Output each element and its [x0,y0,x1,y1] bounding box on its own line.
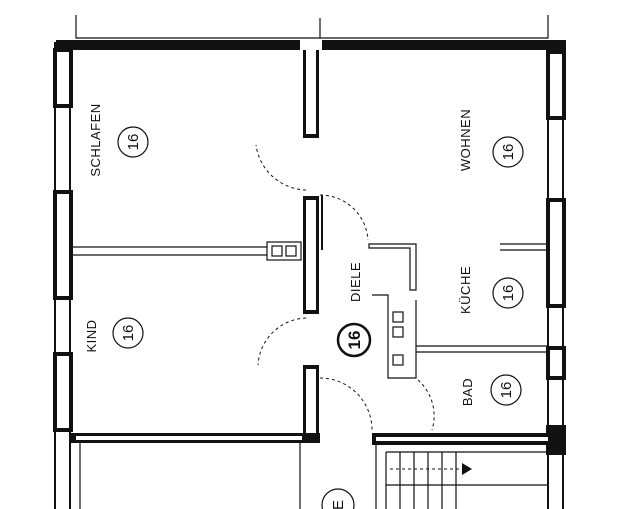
bottom-partial-room: E [321,488,355,509]
room-number-circle [490,374,522,406]
room-kind: KIND 16 [84,317,144,353]
room-label-schlafen: SCHLAFEN [88,103,103,176]
room-label-diele: DIELE [348,262,363,302]
room-number-diele: 16 [345,331,364,350]
room-bad: BAD 16 [460,374,522,406]
stair-arrow-icon [462,463,472,475]
room-wohnen: WOHNEN 16 [458,109,524,171]
room-label-kueche: KÜCHE [458,266,473,314]
top-unit-wall [75,15,549,39]
door-swings [255,144,435,431]
room-number-schlafen: 16 [125,134,142,151]
diele-kitchen-wall [368,243,417,291]
room-number-circle [492,277,524,309]
room-number-kueche: 16 [500,285,517,302]
walls [53,15,566,509]
room-number-kind: 16 [120,325,137,342]
room-number-wohnen: 16 [500,144,517,161]
room-number-circle [321,488,355,509]
room-number-circle [117,126,149,158]
room-number-circle [112,317,144,349]
room-diele: DIELE 16 [336,262,372,358]
room-number-bad: 16 [498,382,515,399]
room-label-kind: KIND [84,319,99,352]
room-schlafen: SCHLAFEN 16 [88,103,149,177]
partial-label-e: E [330,500,347,509]
room-label-bad: BAD [460,378,475,406]
room-label-wohnen: WOHNEN [458,109,473,171]
staircase [385,451,548,509]
room-number-circle [336,322,372,358]
room-kueche: KÜCHE 16 [458,266,524,314]
interior-walls [70,50,552,509]
room-number-circle [492,136,524,168]
